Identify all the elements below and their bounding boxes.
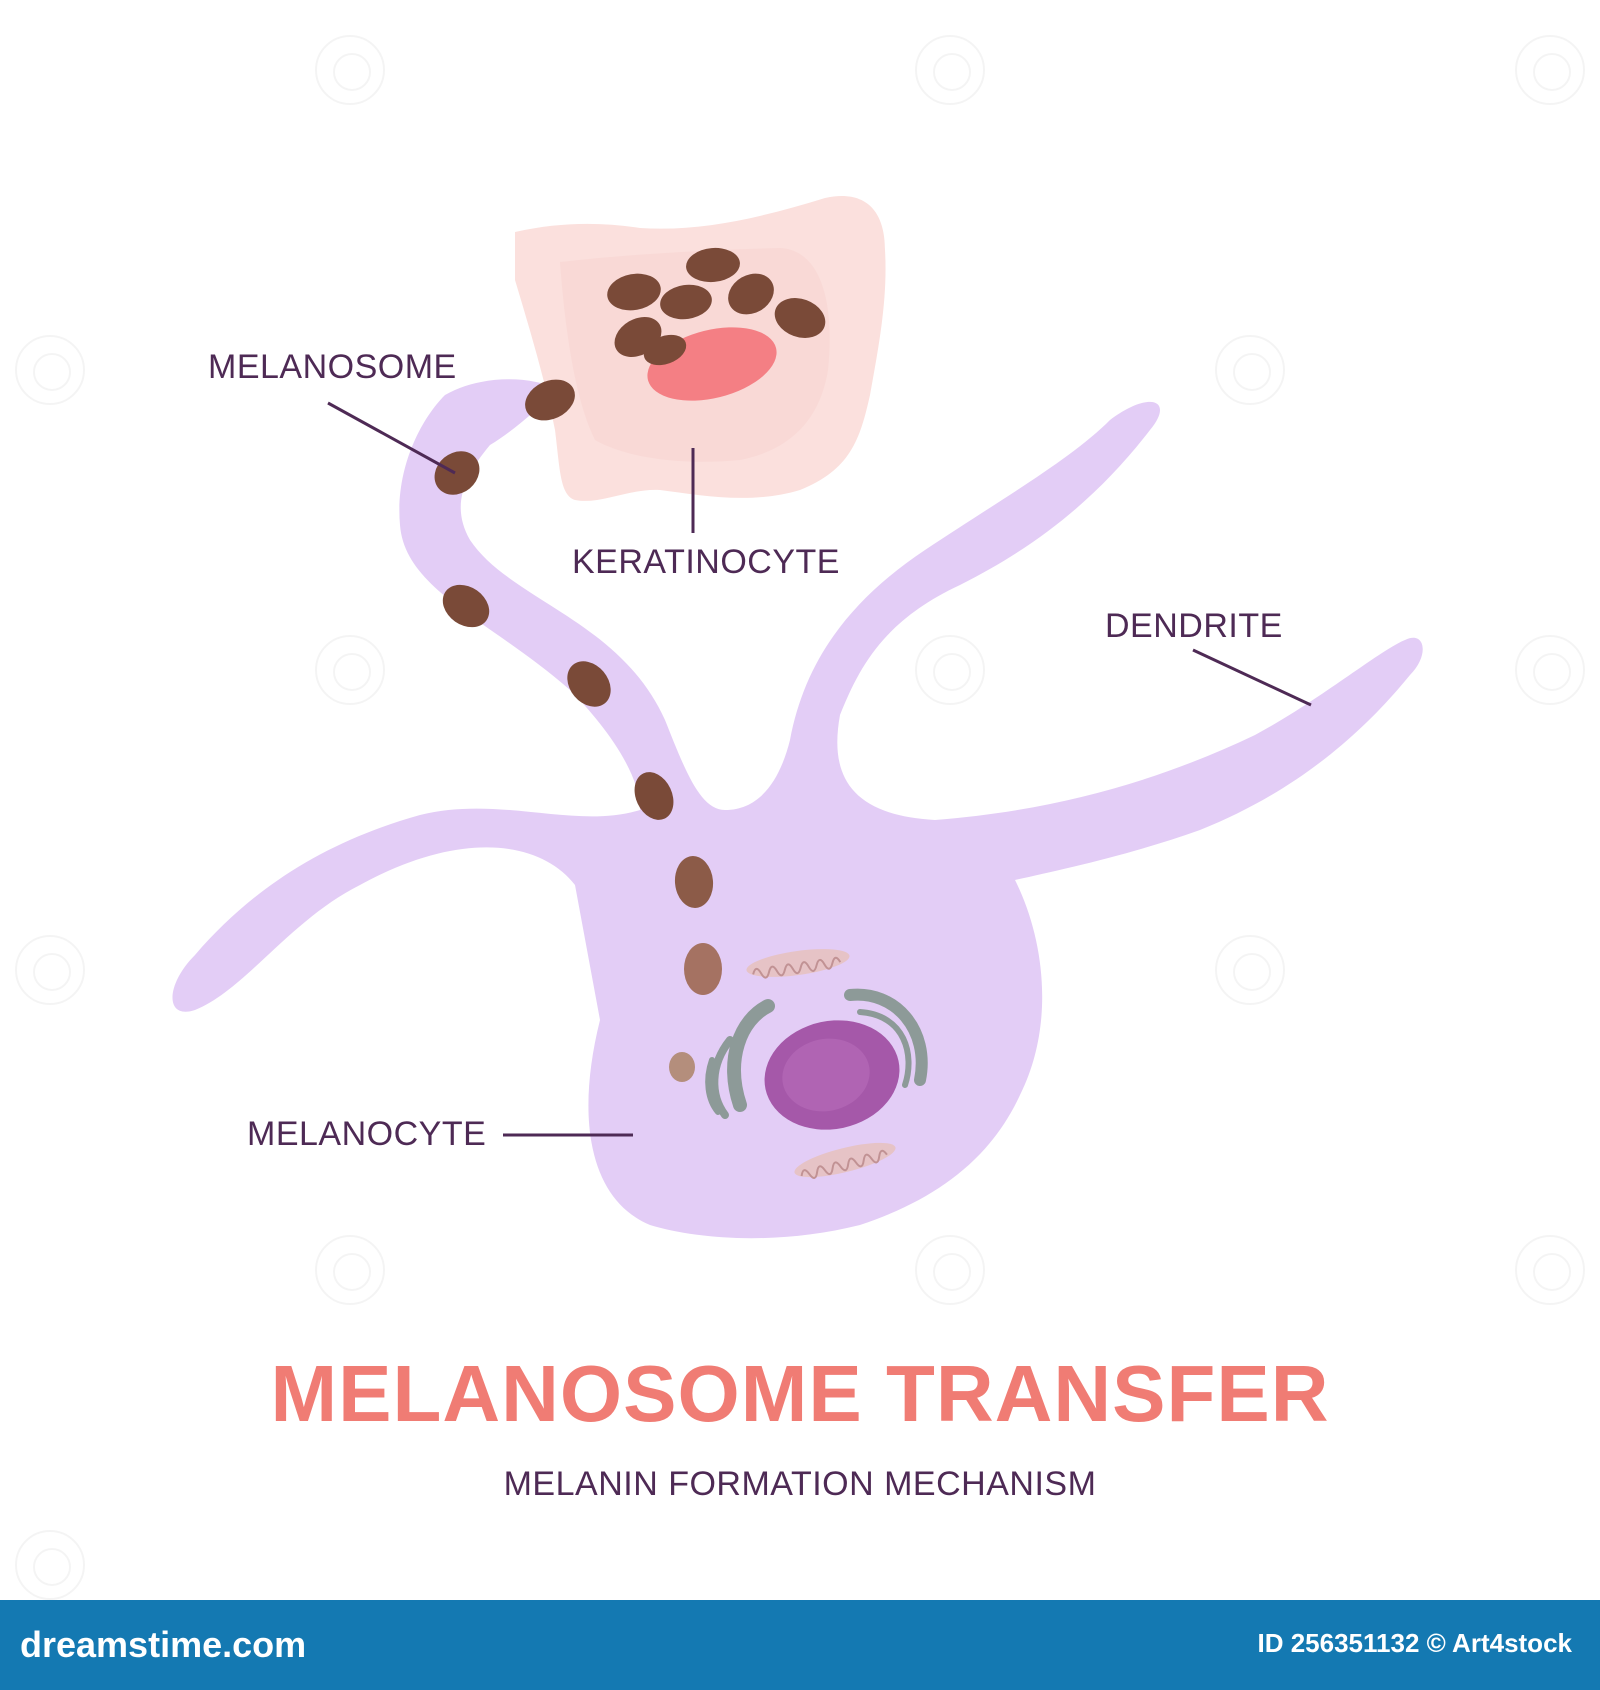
watermark-spiral-icon [315,635,385,705]
watermark-spiral-icon [915,635,985,705]
watermark-spiral-icon [915,1235,985,1305]
melanosome-transfer-diagram [172,195,1423,1239]
diagram-title: MELANOSOME TRANSFER [270,1349,1330,1438]
watermark-spiral-icon [1215,935,1285,1005]
melanocyte-nucleolus [782,1038,870,1112]
footer-image-credit: ID 256351132 © Art4stock [1257,1628,1572,1658]
keratinocyte-label: KERATINOCYTE [572,543,840,581]
dendrite-leader-line [1192,648,1312,707]
watermark-spiral-icon [915,35,985,105]
transferring-melanosomes [434,379,722,1082]
mitochondria [746,949,896,1179]
watermark-footer-bar: dreamstime.com ID 256351132 © Art4stock [0,1600,1600,1690]
watermark-spiral-icon [1515,635,1585,705]
watermark-spiral-icon [1515,35,1585,105]
leader-lines [327,401,1312,1137]
watermark-spiral-icon [15,1530,85,1600]
melanocyte-label: MELANOCYTE [247,1115,487,1153]
watermark-spiral-icon [315,35,385,105]
watermark-spiral-icon [315,1235,385,1305]
watermark-spiral-icon [15,335,85,405]
melanosome-leader-line [327,401,456,475]
melanosome-label: MELANOSOME [208,348,457,386]
melanocyte-body [172,379,1423,1239]
watermark-spiral-icon [1215,335,1285,405]
dendrite-label: DENDRITE [1105,607,1283,645]
keratinocyte-melanosomes [607,247,826,366]
footer-site-name: dreamstime.com [20,1624,307,1665]
watermark-spiral-icon [15,935,85,1005]
golgi-apparatus [705,988,928,1119]
watermark-spiral-icon [1515,1235,1585,1305]
diagram-subtitle: MELANIN FORMATION MECHANISM [503,1465,1097,1503]
